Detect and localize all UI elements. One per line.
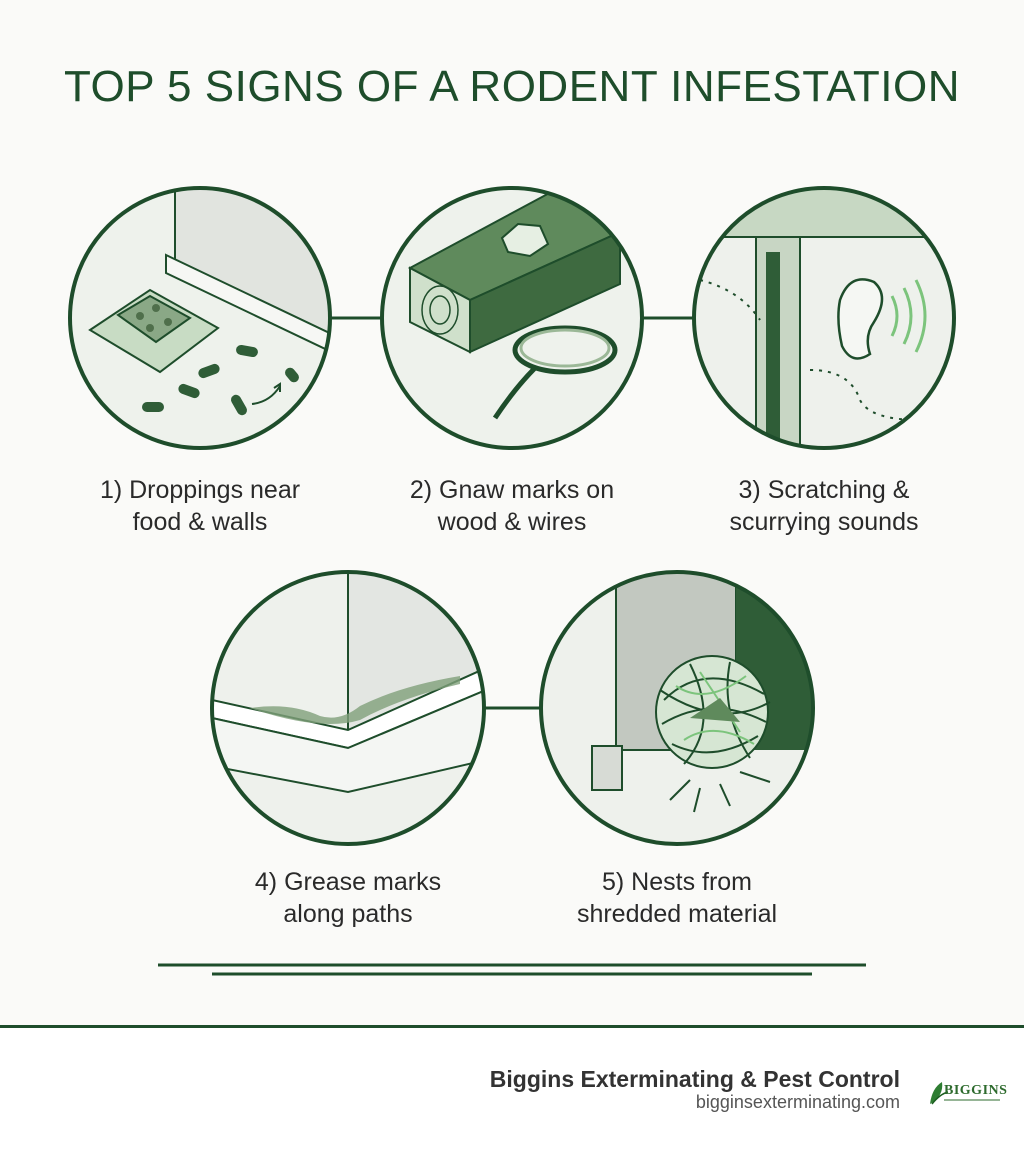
- divider-lines: [158, 963, 866, 976]
- caption-line-2: scurrying sounds: [729, 508, 919, 536]
- gnaw-marks-icon: [380, 186, 644, 450]
- sign-caption-gnaw-marks: 2) Gnaw marks on wood & wires: [362, 474, 662, 538]
- caption-line-1: 2) Gnaw marks on: [409, 476, 615, 504]
- caption-line-2: food & walls: [132, 508, 268, 536]
- scratching-sounds-icon: [692, 186, 956, 450]
- sign-caption-droppings: 1) Droppings near food & walls: [50, 474, 350, 538]
- droppings-icon: [68, 186, 332, 450]
- sign-caption-grease-marks: 4) Grease marks along paths: [198, 866, 498, 930]
- sign-caption-scratching: 3) Scratching & scurrying sounds: [674, 474, 974, 538]
- caption-line-2: along paths: [283, 900, 413, 928]
- grease-marks-icon: [210, 570, 486, 846]
- caption-line-1: 3) Scratching &: [738, 476, 910, 504]
- caption-line-2: shredded material: [576, 900, 778, 928]
- connector-lines: [330, 316, 694, 710]
- biggins-logo-icon: [930, 1082, 1000, 1105]
- sign-caption-nests: 5) Nests from shredded material: [527, 866, 827, 930]
- website-link[interactable]: bigginsexterminating.com: [695, 1092, 900, 1112]
- caption-line-1: 1) Droppings near: [99, 476, 301, 504]
- company-name: Biggins Exterminating & Pest Control: [489, 1066, 900, 1092]
- caption-line-1: 5) Nests from: [601, 868, 753, 896]
- logo-text: BIGGINS: [944, 1083, 1008, 1098]
- caption-line-2: wood & wires: [437, 508, 587, 536]
- illustrations: [68, 186, 956, 976]
- footer: [0, 1025, 1024, 1157]
- nest-icon: [539, 570, 815, 846]
- caption-line-1: 4) Grease marks: [254, 868, 442, 896]
- page-title: TOP 5 SIGNS OF A RODENT INFESTATION: [63, 62, 961, 111]
